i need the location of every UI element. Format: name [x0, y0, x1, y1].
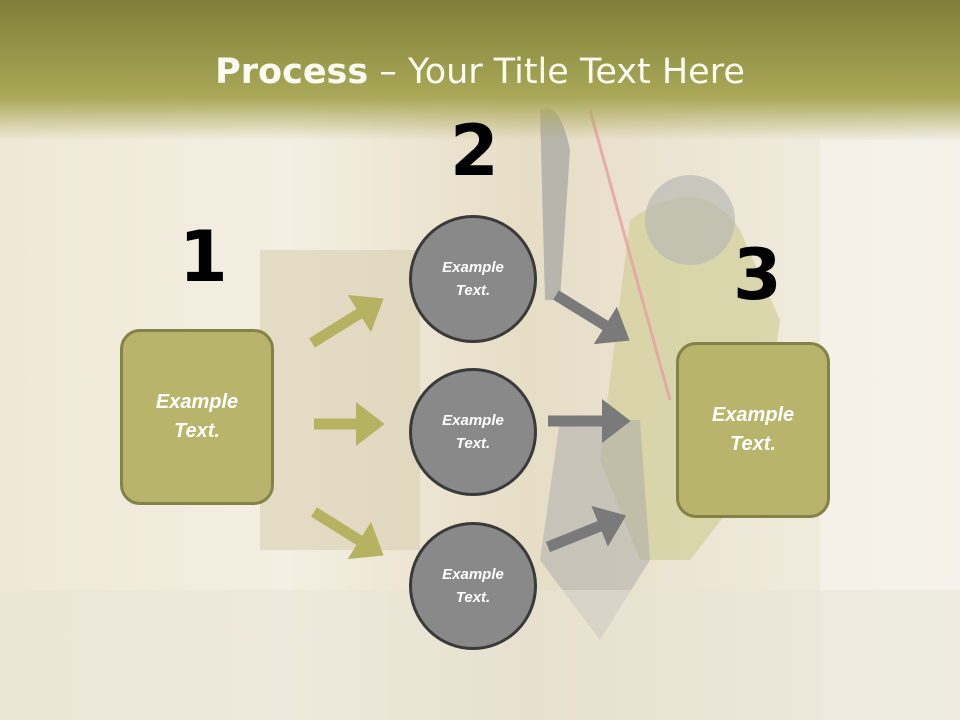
circle2-line2: Text. — [455, 435, 491, 452]
step1-box-line1: Example — [155, 391, 239, 413]
circle3-line2: Text. — [455, 589, 491, 606]
step-number-2: 2 — [450, 110, 499, 192]
arrow-box1-to-circle1 — [309, 294, 384, 348]
title-bold: Process — [215, 52, 369, 92]
circle1-line1: Example — [442, 259, 504, 276]
arrow-circle3-to-box3 — [545, 505, 627, 553]
arrow-box1-to-circle3 — [311, 507, 384, 559]
arrow-circle1-to-box3 — [553, 290, 630, 345]
circle3-line1: Example — [442, 566, 504, 583]
step-number-1: 1 — [179, 216, 228, 298]
title-bar — [0, 0, 960, 140]
step1-box: Example Text. — [120, 329, 274, 505]
circle1-line2: Text. — [455, 282, 491, 299]
step-number-3: 3 — [733, 234, 782, 316]
step3-box-line2: Text. — [730, 433, 776, 455]
step3-box: Example Text. — [676, 342, 830, 518]
circle2-line1: Example — [442, 412, 504, 429]
page-title: Process – Your Title Text Here — [0, 52, 960, 92]
step1-box-line2: Text. — [174, 420, 220, 442]
step3-box-line1: Example — [711, 404, 795, 426]
title-rest: – Your Title Text Here — [368, 52, 745, 92]
step2-circle-3: Example Text. — [409, 522, 537, 650]
step2-circle-2: Example Text. — [409, 368, 537, 496]
step2-circle-1: Example Text. — [409, 215, 537, 343]
